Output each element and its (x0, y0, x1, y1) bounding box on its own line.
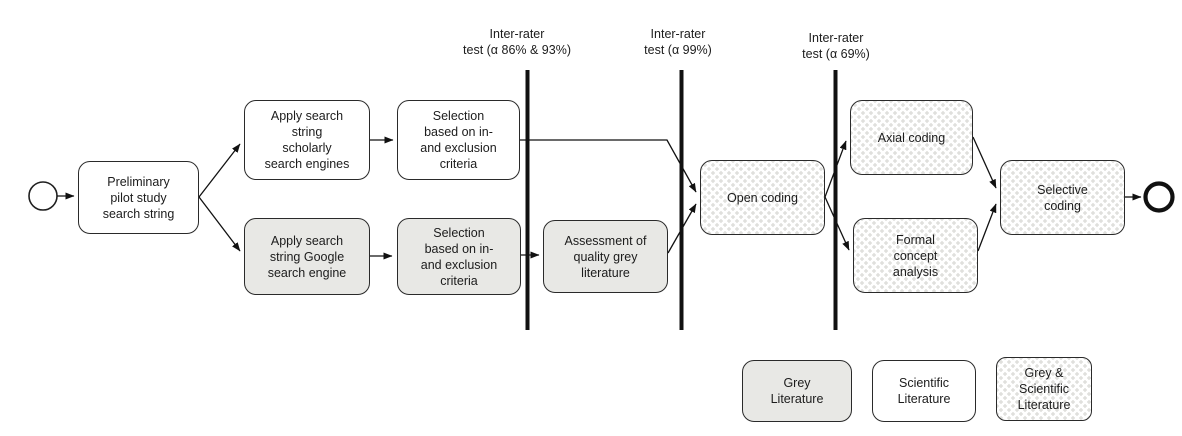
arrow-formal-to-selective (977, 203, 997, 252)
node-open-coding: Open coding (700, 160, 825, 235)
gate-label-interrater-2: Inter-rater test (α 99%) (644, 27, 712, 57)
arrow-preliminary-to-google (198, 196, 241, 252)
arrow-preliminary-to-scholarly (198, 143, 241, 198)
node-apply-search-google: Apply search string Google search engine (244, 218, 370, 295)
arrow-axial-to-selective (972, 136, 997, 189)
node-label: Open coding (727, 190, 798, 205)
node-selection-criteria-grey: Selection based on in- and exclusion cri… (397, 218, 521, 295)
node-selective-coding: Selective coding (1000, 160, 1125, 235)
arrow-selection-to-open-coding (520, 139, 697, 193)
arrow-assessment-to-open-coding (667, 203, 697, 254)
node-label: Preliminary pilot study search string (102, 174, 175, 221)
legend-label: Grey & Scientific Literature (1017, 366, 1071, 412)
node-assessment-quality-grey: Assessment of quality grey literature (543, 220, 668, 293)
node-preliminary-pilot-study: Preliminary pilot study search string (78, 161, 199, 234)
node-label: Axial coding (877, 130, 946, 145)
node-label: Selection based on in- and exclusion cri… (420, 225, 498, 288)
end-event-icon (1143, 181, 1175, 213)
node-label: Formal concept analysis (892, 232, 939, 279)
legend-grey-literature: Grey Literature (742, 360, 852, 422)
node-label: Selective coding (1037, 182, 1088, 213)
node-apply-search-scholarly: Apply search string scholarly search eng… (244, 100, 370, 180)
node-axial-coding: Axial coding (850, 100, 973, 175)
node-formal-concept-analysis: Formal concept analysis (853, 218, 978, 293)
arrow-open-to-formal (824, 196, 850, 251)
node-label: Assessment of quality grey literature (564, 233, 647, 280)
node-selection-criteria-scientific: Selection based on in- and exclusion cri… (397, 100, 520, 180)
legend-grey-and-scientific-literature: Grey & Scientific Literature (996, 357, 1092, 421)
legend-scientific-literature: Scientific Literature (872, 360, 976, 422)
legend-label: Scientific Literature (897, 376, 951, 406)
node-label: Apply search string scholarly search eng… (264, 109, 350, 171)
legend-label: Grey Literature (770, 376, 824, 406)
gate-label-interrater-3: Inter-rater test (α 69%) (802, 31, 870, 61)
gate-label-interrater-1: Inter-rater test (α 86% & 93%) (463, 27, 571, 57)
node-label: Selection based on in- and exclusion cri… (420, 109, 497, 171)
node-label: Apply search string Google search engine (267, 233, 347, 280)
start-event-icon (28, 181, 58, 211)
arrow-open-to-axial (824, 140, 847, 198)
